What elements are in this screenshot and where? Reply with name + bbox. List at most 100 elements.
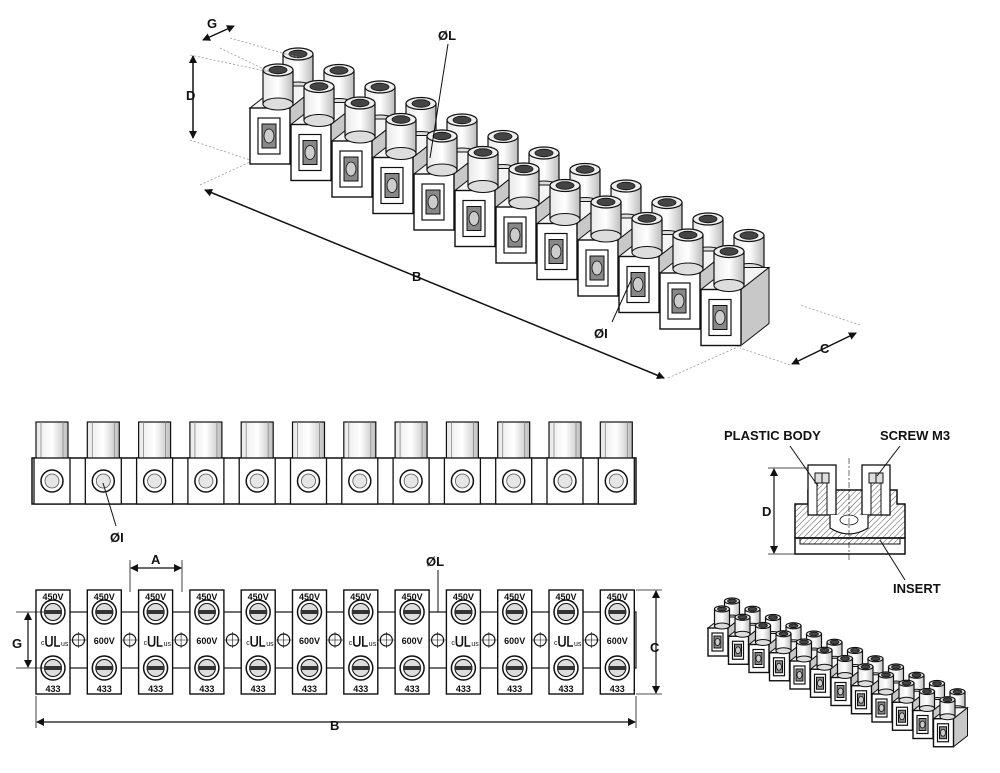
iso-dim-c-label: C xyxy=(820,341,830,356)
front-terminal xyxy=(135,421,174,505)
mounting-hole xyxy=(429,632,446,648)
section-plastic-body-label: PLASTIC BODY xyxy=(724,428,821,443)
cert-c-mark: c xyxy=(144,640,148,647)
front-terminal xyxy=(289,421,328,505)
thumbnail-isometric-view xyxy=(706,597,969,748)
front-terminal xyxy=(597,421,635,505)
iso-extension-lines xyxy=(189,37,861,379)
top-voltage-label: 450V xyxy=(299,592,320,602)
iso-dim-g-label: G xyxy=(207,16,217,31)
top-terminal: 450V 433 600V xyxy=(189,589,225,695)
iso-dim-b-label: B xyxy=(412,269,421,284)
isometric-parts xyxy=(248,47,771,347)
mounting-hole xyxy=(121,632,138,648)
section-screw-leader xyxy=(876,445,901,477)
section-right-screw xyxy=(868,472,884,516)
front-view-terminals xyxy=(31,421,637,505)
top-voltage-label: 450V xyxy=(402,592,423,602)
section-insert-bar xyxy=(799,537,901,545)
top-part-code: 433 xyxy=(45,684,60,694)
mounting-hole xyxy=(378,632,395,648)
front-dia-i-label: ØI xyxy=(110,530,124,545)
cert-c-mark: c xyxy=(554,640,558,647)
front-terminal xyxy=(33,421,71,505)
cert-us-mark: us xyxy=(61,641,69,648)
top-part-code: 433 xyxy=(199,684,214,694)
ul-mark-icon: c us xyxy=(246,636,274,648)
front-terminal xyxy=(238,421,276,505)
top-voltage-label: 450V xyxy=(196,592,217,602)
top-part-code: 433 xyxy=(302,684,317,694)
section-screw-label: SCREW M3 xyxy=(880,428,950,443)
cert-us-mark: us xyxy=(574,641,582,648)
mounting-hole xyxy=(532,632,549,648)
iso-dim-c-line xyxy=(791,332,857,365)
iso-dim-d-label: D xyxy=(186,88,195,103)
iso-front-block xyxy=(699,244,771,347)
front-terminal xyxy=(495,421,533,505)
front-dia-i-leader xyxy=(102,482,117,527)
cert-us-mark: us xyxy=(369,641,377,648)
top-voltage-label: 450V xyxy=(555,592,576,602)
front-terminal xyxy=(341,421,379,505)
top-part-code: 433 xyxy=(507,684,522,694)
isometric-view: G D B C ØL ØI xyxy=(186,16,861,380)
mounting-hole xyxy=(583,632,600,648)
top-part-code: 433 xyxy=(97,684,112,694)
top-voltage-mid-label: 600V xyxy=(196,636,217,646)
front-terminal xyxy=(84,421,122,505)
top-terminal: 450V 433 c us xyxy=(35,589,71,695)
top-voltage-label: 450V xyxy=(453,592,474,602)
section-left-screw xyxy=(814,472,830,516)
top-part-code: 433 xyxy=(405,684,420,694)
section-insert-label: INSERT xyxy=(893,581,941,596)
top-dia-l-label: ØL xyxy=(426,554,444,569)
iso-dim-g-line xyxy=(202,25,235,41)
thumb-front-block xyxy=(809,646,846,699)
front-terminal xyxy=(187,421,225,505)
ul-mark-icon: c us xyxy=(554,636,582,648)
front-terminal xyxy=(443,421,482,505)
thumb-back-cylinder xyxy=(826,638,843,663)
top-voltage-label: 450V xyxy=(145,592,166,602)
cert-us-mark: us xyxy=(471,641,479,648)
top-voltage-mid-label: 600V xyxy=(504,636,525,646)
mounting-hole xyxy=(224,632,241,648)
front-view: ØI xyxy=(31,421,637,545)
front-terminal xyxy=(392,421,430,505)
mounting-hole xyxy=(70,632,87,648)
top-part-code: 433 xyxy=(251,684,266,694)
ul-mark-icon: c us xyxy=(41,636,69,648)
iso-dia-i-leader xyxy=(611,277,633,323)
mounting-hole xyxy=(480,632,497,648)
cert-c-mark: c xyxy=(246,640,250,647)
top-voltage-label: 450V xyxy=(350,592,371,602)
cert-c-mark: c xyxy=(41,640,45,647)
top-voltage-label: 450V xyxy=(94,592,115,602)
top-part-code: 433 xyxy=(353,684,368,694)
section-dim-d-label: D xyxy=(762,504,771,519)
section-view: D PLASTIC BODY SCREW M3 INSERT xyxy=(724,428,950,596)
cert-us-mark: us xyxy=(266,641,274,648)
top-dim-b-label: B xyxy=(330,718,339,733)
top-dim-c-label: C xyxy=(650,640,660,655)
front-base-strip xyxy=(31,457,637,505)
top-voltage-label: 450V xyxy=(248,592,269,602)
top-part-code: 433 xyxy=(456,684,471,694)
top-part-code: 433 xyxy=(610,684,625,694)
cert-us-mark: us xyxy=(164,641,172,648)
top-voltage-label: 450V xyxy=(42,592,63,602)
iso-dia-l-label: ØL xyxy=(438,28,456,43)
iso-dim-b-line xyxy=(204,188,665,380)
